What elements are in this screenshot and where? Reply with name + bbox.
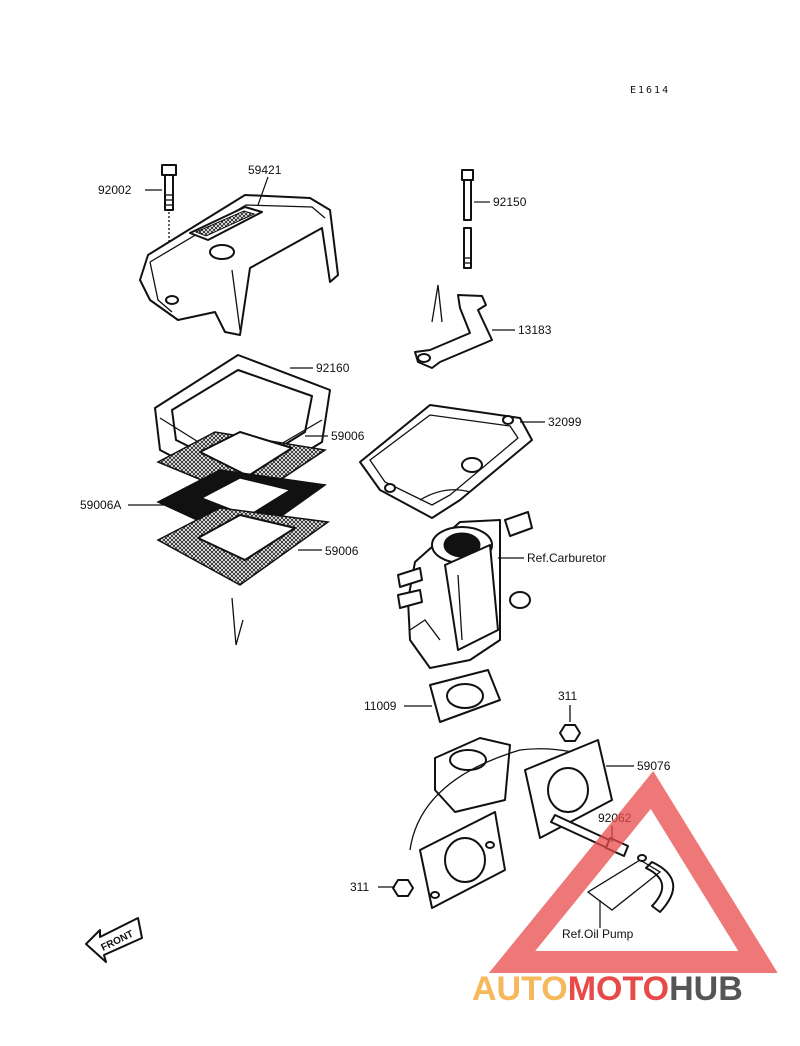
label-59006-bottom: 59006 bbox=[325, 544, 359, 558]
label-311-bottom: 311 bbox=[350, 880, 369, 894]
watermark-logo: AUTOMOTOHUB bbox=[472, 771, 778, 1008]
gasket-11009 bbox=[429, 669, 501, 723]
reed-valve-59006-bottom bbox=[156, 507, 330, 646]
label-59006A: 59006A bbox=[80, 498, 121, 512]
label-ref-oil-pump: Ref.Oil Pump bbox=[562, 927, 634, 941]
label-92160: 92160 bbox=[316, 361, 350, 375]
intake-manifold-59076 bbox=[409, 737, 613, 909]
svg-text:AUTOMOTOHUB: AUTOMOTOHUB bbox=[472, 970, 743, 1008]
label-32099: 32099 bbox=[548, 415, 582, 429]
watermark-part-3: HUB bbox=[669, 970, 743, 1008]
label-59421: 59421 bbox=[248, 163, 282, 177]
oil-pump-hose bbox=[586, 854, 675, 913]
watermark-part-1: AUTO bbox=[472, 970, 568, 1008]
label-11009: 11009 bbox=[364, 699, 397, 713]
stud-92150 bbox=[461, 169, 474, 305]
label-92150: 92150 bbox=[493, 195, 527, 209]
label-59006-top: 59006 bbox=[331, 429, 365, 443]
label-311-top: 311 bbox=[558, 689, 577, 703]
bracket-13183 bbox=[414, 284, 493, 369]
label-13183: 13183 bbox=[518, 323, 552, 337]
intake-cover-59421 bbox=[139, 194, 339, 336]
airbox-32099 bbox=[359, 404, 533, 519]
nut-311-bottom bbox=[392, 879, 414, 897]
label-92002: 92002 bbox=[98, 183, 132, 197]
leader-lines bbox=[128, 176, 634, 928]
label-ref-carburetor: Ref.Carburetor bbox=[527, 551, 606, 565]
diagram-code: E1614 bbox=[630, 85, 670, 96]
front-direction-arrow: FRONT bbox=[85, 917, 143, 963]
watermark-part-2: MOTO bbox=[568, 970, 669, 1008]
nut-311-top bbox=[559, 705, 581, 742]
carburetor bbox=[397, 511, 533, 669]
label-59076: 59076 bbox=[637, 759, 671, 773]
watermark-triangle-icon bbox=[488, 771, 778, 973]
